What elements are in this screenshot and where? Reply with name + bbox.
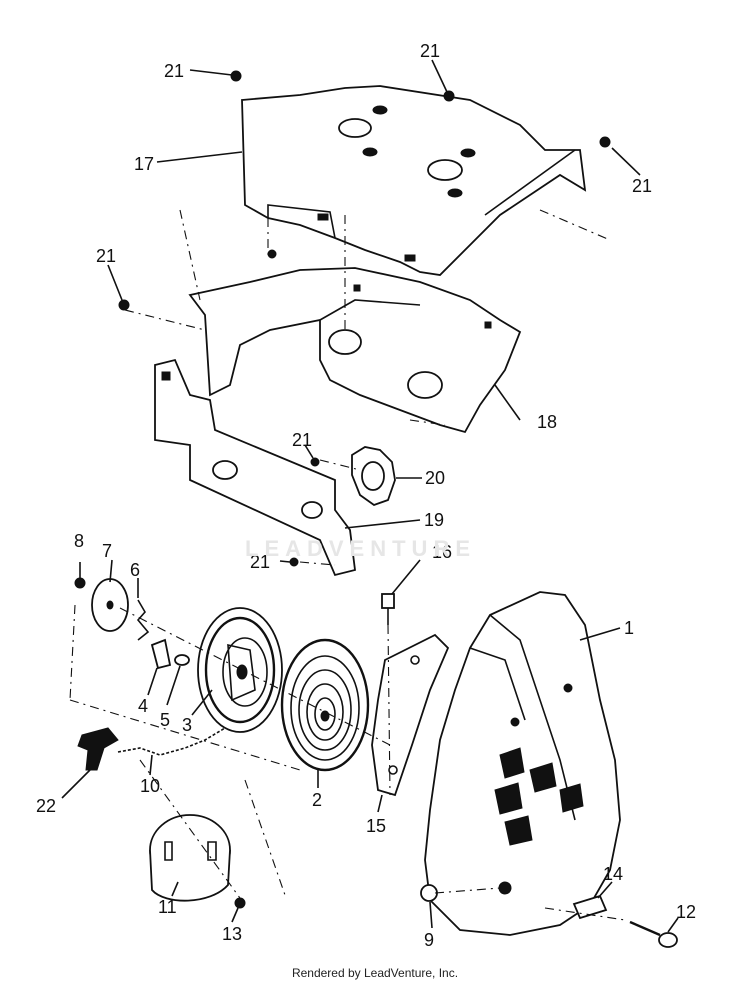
label-13: 13 [222,924,242,944]
upper-shroud-part-17 [241,85,587,276]
label-21: 21 [250,552,270,572]
screw-part-8 [74,577,86,589]
label-9: 9 [424,930,434,950]
label-6: 6 [130,560,140,580]
starter-rope-part-10 [117,727,226,756]
label-18: 18 [537,412,557,432]
label-4: 4 [138,696,148,716]
label-5: 5 [160,710,170,730]
lower-bracket-part-19 [154,358,356,577]
label-8: 8 [74,531,84,551]
clip-part-6 [136,599,150,641]
nut-part-9 [420,884,438,902]
screws-part-21 [118,70,611,567]
starter-handle-part-22 [77,727,119,771]
gasket-part-20 [351,446,396,507]
pulley-part-3 [197,607,283,733]
bracket-plate-part-15 [371,633,450,797]
label-10: 10 [140,776,160,796]
leader-lines [61,59,679,933]
recoil-spring-part-2 [280,638,370,772]
label-21: 21 [632,176,652,196]
spring-part-5 [174,654,190,666]
watermark-text: LEADVENTURE [245,536,477,561]
part-labels: 21 21 21 21 21 21 17 18 20 19 16 1 8 7 6… [36,41,696,950]
bolt-part-12 [629,920,678,948]
label-22: 22 [36,796,56,816]
label-19: 19 [424,510,444,530]
friction-plate-part-7 [91,578,129,632]
label-14: 14 [603,864,623,884]
label-7: 7 [102,541,112,561]
label-16: 16 [432,542,452,562]
label-20: 20 [425,468,445,488]
label-21: 21 [420,41,440,61]
label-15: 15 [366,816,386,836]
label-1: 1 [624,618,634,638]
pawl-part-4 [150,638,172,670]
middle-shroud-part-18 [188,267,522,434]
decal-part-14 [572,894,608,920]
alignment-lines [69,209,626,921]
label-17: 17 [134,154,154,174]
bolt-part-16 [381,593,395,625]
label-21: 21 [292,430,312,450]
label-21: 21 [96,246,116,266]
render-credit: Rendered by LeadVenture, Inc. [291,966,459,980]
starter-cup-part-11 [149,814,231,902]
blower-housing-part-1 [424,591,621,936]
label-12: 12 [676,902,696,922]
label-11: 11 [158,897,177,917]
label-3: 3 [182,715,192,735]
housing-vents [494,747,584,846]
label-21: 21 [164,61,184,81]
label-2: 2 [312,790,322,810]
